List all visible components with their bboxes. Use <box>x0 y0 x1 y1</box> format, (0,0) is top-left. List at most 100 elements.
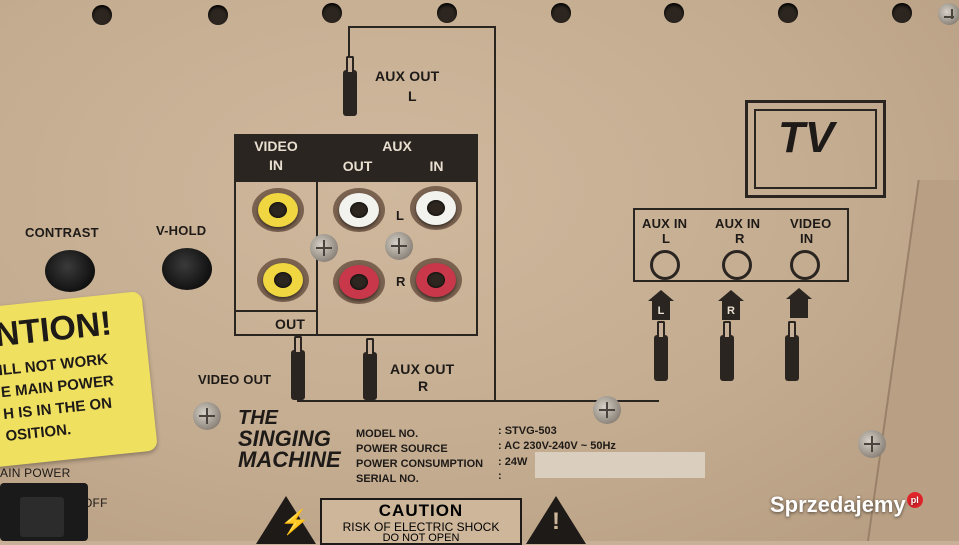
rca-plug-icon <box>363 338 377 400</box>
aux-in-sub-label: IN <box>429 158 444 174</box>
diagram-wire <box>348 26 350 56</box>
v-hold-label: V-HOLD <box>156 223 207 238</box>
model-value: : STVG-503 <box>498 425 557 437</box>
mounting-hole <box>551 3 571 23</box>
arrow-up-l-icon: L <box>648 290 674 320</box>
video-in-jack[interactable] <box>252 188 304 232</box>
warning-exclamation-icon: ! <box>526 496 586 544</box>
tv-screen <box>754 109 877 189</box>
r-channel-label: R <box>396 274 406 289</box>
masking-tape <box>535 452 705 478</box>
caution-line: RISK OF ELECTRIC SHOCK <box>342 520 500 534</box>
aux-header: AUX OUT IN <box>318 134 476 182</box>
switch-rocker <box>20 497 64 537</box>
mounting-hole <box>437 3 457 23</box>
chipboard-edge <box>867 180 959 541</box>
rca-plug-icon <box>654 321 668 381</box>
diagram-wire <box>494 26 496 402</box>
mounting-hole <box>92 5 112 25</box>
jack-core <box>427 200 445 216</box>
screw <box>193 402 221 430</box>
aux-out-r-jack[interactable] <box>333 260 385 304</box>
tv-video-in-label: VIDEO <box>790 216 832 231</box>
mounting-hole <box>208 5 228 25</box>
rca-plug-icon <box>720 321 734 381</box>
diagram-wire <box>348 26 496 28</box>
jack-core <box>274 272 292 288</box>
tv-aux-in-l-channel: L <box>662 231 671 246</box>
aux-out-bottom-channel: R <box>418 378 429 394</box>
jack-ring <box>416 263 456 297</box>
rca-plug-icon <box>785 321 799 381</box>
jack-core <box>350 274 368 290</box>
arrow-up-r-icon: R <box>718 290 744 320</box>
logo-line: MACHINE <box>238 447 341 472</box>
divider <box>316 134 318 334</box>
power-source-value: : AC 230V-240V ~ 50Hz <box>498 440 616 452</box>
model-label: MODEL NO. <box>356 428 419 440</box>
tv-inputs-box <box>633 208 849 282</box>
aux-out-top-channel: L <box>408 88 417 104</box>
contrast-knob[interactable] <box>45 250 95 292</box>
rca-plug-icon <box>291 336 305 400</box>
aux-out-top-label: AUX OUT <box>375 68 440 84</box>
screw <box>593 396 621 424</box>
tv-aux-in-l-label: AUX IN <box>642 216 688 231</box>
diagram-wire <box>297 400 659 402</box>
tv-aux-in-l-jack-icon <box>650 250 680 280</box>
logo-line: THE <box>238 407 278 429</box>
aux-out-sub-label: OUT <box>342 158 373 174</box>
jack-ring <box>339 193 379 227</box>
caution-line: DO NOT OPEN <box>382 532 460 544</box>
logo-line: SINGING <box>238 426 331 451</box>
sticker-line: NTION! <box>0 304 114 355</box>
power-source-label: POWER SOURCE <box>356 443 448 455</box>
warning-sticker: NTION! ILL NOT WORK E MAIN POWER H IS IN… <box>0 291 158 469</box>
tv-aux-in-r-channel: R <box>735 231 745 246</box>
jack-core <box>350 202 368 218</box>
jack-ring <box>263 263 303 297</box>
jack-core <box>427 272 445 288</box>
main-power-switch[interactable] <box>0 483 88 541</box>
aux-in-r-jack[interactable] <box>410 258 462 302</box>
divider <box>236 310 316 312</box>
video-out-label: VIDEO OUT <box>198 372 272 387</box>
tv-video-in-jack-icon <box>790 250 820 280</box>
main-power-label: AIN POWER <box>0 466 71 480</box>
watermark-badge: pl <box>906 492 923 508</box>
v-hold-knob[interactable] <box>162 248 212 290</box>
rca-plug-icon <box>343 56 357 116</box>
aux-in-l-jack[interactable] <box>410 186 462 230</box>
l-channel-label: L <box>396 208 405 223</box>
mounting-hole <box>322 3 342 23</box>
aux-out-bottom-label: AUX OUT <box>390 361 455 377</box>
tv-aux-in-r-label: AUX IN <box>715 216 761 231</box>
caution-title: CAUTION <box>378 501 464 520</box>
off-label: OFF <box>83 496 108 510</box>
serial-value: : <box>498 470 502 482</box>
contrast-label: CONTRAST <box>25 225 99 240</box>
screw <box>938 3 959 25</box>
aux-out-l-jack[interactable] <box>333 188 385 232</box>
mounting-hole <box>778 3 798 23</box>
screw <box>385 232 413 260</box>
power-consumption-label: POWER CONSUMPTION <box>356 458 484 470</box>
video-out-jack[interactable] <box>257 258 309 302</box>
screw <box>310 234 338 262</box>
jack-ring <box>258 193 298 227</box>
power-consumption-value: : 24W <box>498 456 528 468</box>
singing-machine-logo: THE SINGING MACHINE <box>238 407 341 486</box>
tv-aux-in-r-jack-icon <box>722 250 752 280</box>
tv-video-in-sub: IN <box>800 231 814 246</box>
jack-ring <box>339 265 379 299</box>
jack-core <box>269 202 287 218</box>
sticker-line: OSITION. <box>4 421 72 445</box>
tv-icon: TV <box>745 100 886 198</box>
warning-lightning-icon: ⚡ <box>256 496 316 544</box>
video-in-header: VIDEO IN <box>236 134 316 182</box>
arrow-up-icon <box>786 288 812 318</box>
tv-label: TV <box>778 113 835 162</box>
caution-label: CAUTION RISK OF ELECTRIC SHOCK DO NOT OP… <box>320 498 522 545</box>
